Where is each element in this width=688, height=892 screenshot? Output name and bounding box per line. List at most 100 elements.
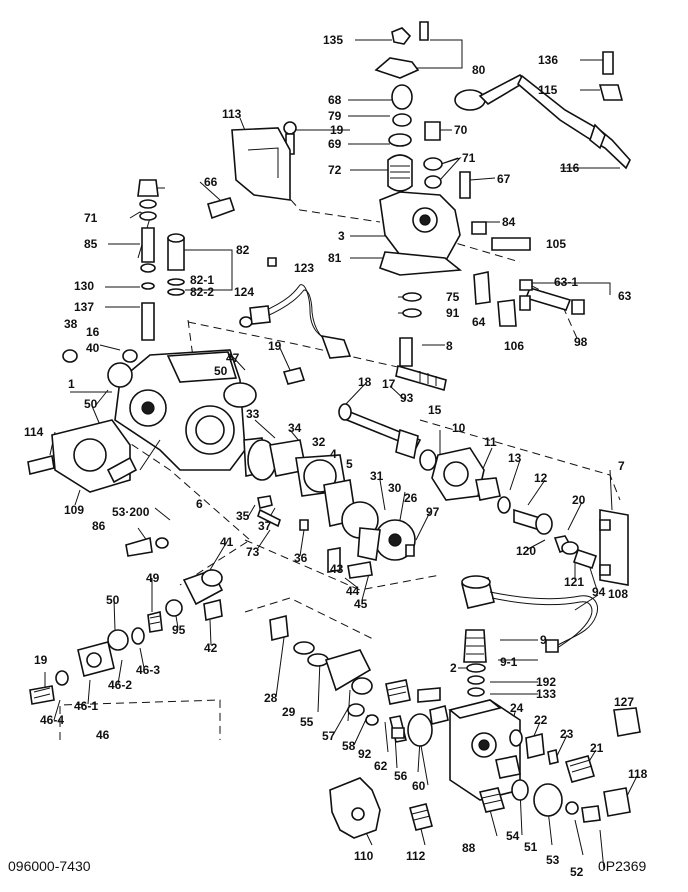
callout-130: 130: [74, 279, 94, 293]
callout-64: 64: [472, 315, 486, 329]
callout-51: 51: [524, 840, 538, 854]
callout-34: 34: [288, 421, 302, 435]
callout-116: 116: [560, 161, 580, 175]
callout-91: 91: [446, 306, 460, 320]
callout-69: 69: [328, 137, 342, 151]
leader-lines: [44, 39, 638, 871]
callout-2: 2: [450, 661, 457, 675]
callout-85: 85: [84, 237, 98, 251]
callout-113: 113: [222, 107, 242, 121]
callout-9: 9: [540, 633, 547, 647]
callout-53-200: 53·200: [112, 505, 150, 519]
drive-shaft-assembly: [243, 257, 553, 579]
callout-36: 36: [294, 551, 308, 565]
callout-32: 32: [312, 435, 326, 449]
pump-housing: [27, 349, 306, 557]
callout-98: 98: [574, 335, 588, 349]
overflow-valve-parts: [137, 179, 253, 341]
callout-49: 49: [146, 571, 160, 585]
callout-21: 21: [590, 741, 604, 755]
callout-19-a: 19: [330, 123, 344, 137]
callout-40: 40: [86, 341, 100, 355]
callout-95: 95: [172, 623, 186, 637]
callout-82-1: 82-1: [190, 273, 214, 287]
callout-11: 11: [484, 435, 497, 449]
callout-22: 22: [534, 713, 548, 727]
callout-93: 93: [400, 391, 414, 405]
callout-52: 52: [570, 865, 584, 879]
callout-86: 86: [92, 519, 106, 533]
callout-72: 72: [328, 163, 342, 177]
callout-31: 31: [370, 469, 384, 483]
callout-43: 43: [330, 562, 344, 576]
drawing-number: 096000-7430: [8, 858, 91, 874]
callout-41: 41: [220, 535, 234, 549]
callout-7: 7: [618, 459, 625, 473]
callout-50-c: 50: [106, 593, 120, 607]
callout-136: 136: [538, 53, 558, 67]
callout-33: 33: [246, 407, 260, 421]
callout-81: 81: [328, 251, 342, 265]
callout-46-1: 46-1: [74, 699, 98, 713]
callout-10: 10: [452, 421, 466, 435]
callout-26: 26: [404, 491, 418, 505]
callout-47: 47: [226, 351, 240, 365]
callout-120: 120: [516, 544, 536, 558]
callout-37: 37: [258, 519, 272, 533]
callout-46-3: 46-3: [136, 663, 160, 677]
callout-80: 80: [472, 63, 486, 77]
callout-12: 12: [534, 471, 548, 485]
callout-68: 68: [328, 93, 342, 107]
callout-110: 110: [354, 849, 374, 863]
callout-55: 55: [300, 715, 314, 729]
callout-63-1: 63-1: [554, 275, 578, 289]
callout-58: 58: [342, 739, 356, 753]
callout-109: 109: [64, 503, 84, 517]
callout-84: 84: [502, 215, 516, 229]
callout-13: 13: [508, 451, 522, 465]
callout-50-b: 50: [84, 397, 98, 411]
callout-35: 35: [236, 509, 250, 523]
callout-118: 118: [628, 767, 648, 781]
callout-79: 79: [328, 109, 342, 123]
return-pipe: [461, 575, 598, 653]
callout-135: 135: [323, 33, 343, 47]
callout-46-2: 46-2: [108, 678, 132, 692]
callout-67-a: 67: [497, 172, 511, 186]
callout-19-c: 19: [34, 653, 48, 667]
callout-123: 123: [294, 261, 314, 275]
callout-4: 4: [330, 447, 337, 461]
callout-54: 54: [506, 829, 520, 843]
callout-71-b: 71: [84, 211, 98, 225]
callout-56: 56: [394, 769, 408, 783]
callout-192: 192: [536, 675, 556, 689]
callout-105: 105: [546, 237, 566, 251]
callout-30: 30: [388, 481, 402, 495]
callout-38: 38: [64, 317, 78, 331]
callout-19-b: 19: [268, 339, 282, 353]
callout-121: 121: [564, 575, 584, 589]
callout-53: 53: [546, 853, 560, 867]
callout-46-4: 46-4: [40, 713, 64, 727]
callout-137: 137: [74, 300, 94, 314]
callout-5: 5: [346, 457, 353, 471]
callout-15: 15: [428, 403, 442, 417]
callout-115: 115: [538, 83, 558, 97]
callout-75: 75: [446, 290, 460, 304]
callout-57: 57: [322, 729, 336, 743]
callout-28: 28: [264, 691, 278, 705]
callout-112: 112: [406, 849, 426, 863]
callout-42: 42: [204, 641, 218, 655]
lever-rod-assembly: [454, 51, 631, 170]
callout-71-a: 71: [462, 151, 476, 165]
callout-8: 8: [446, 339, 453, 353]
callout-29: 29: [282, 705, 296, 719]
callout-114: 114: [24, 425, 44, 439]
callout-9-1: 9-1: [500, 655, 518, 669]
callout-18: 18: [358, 375, 372, 389]
callout-17: 17: [382, 377, 396, 391]
callout-3: 3: [338, 229, 345, 243]
distributor-head: [448, 629, 641, 823]
callout-1: 1: [68, 377, 75, 391]
